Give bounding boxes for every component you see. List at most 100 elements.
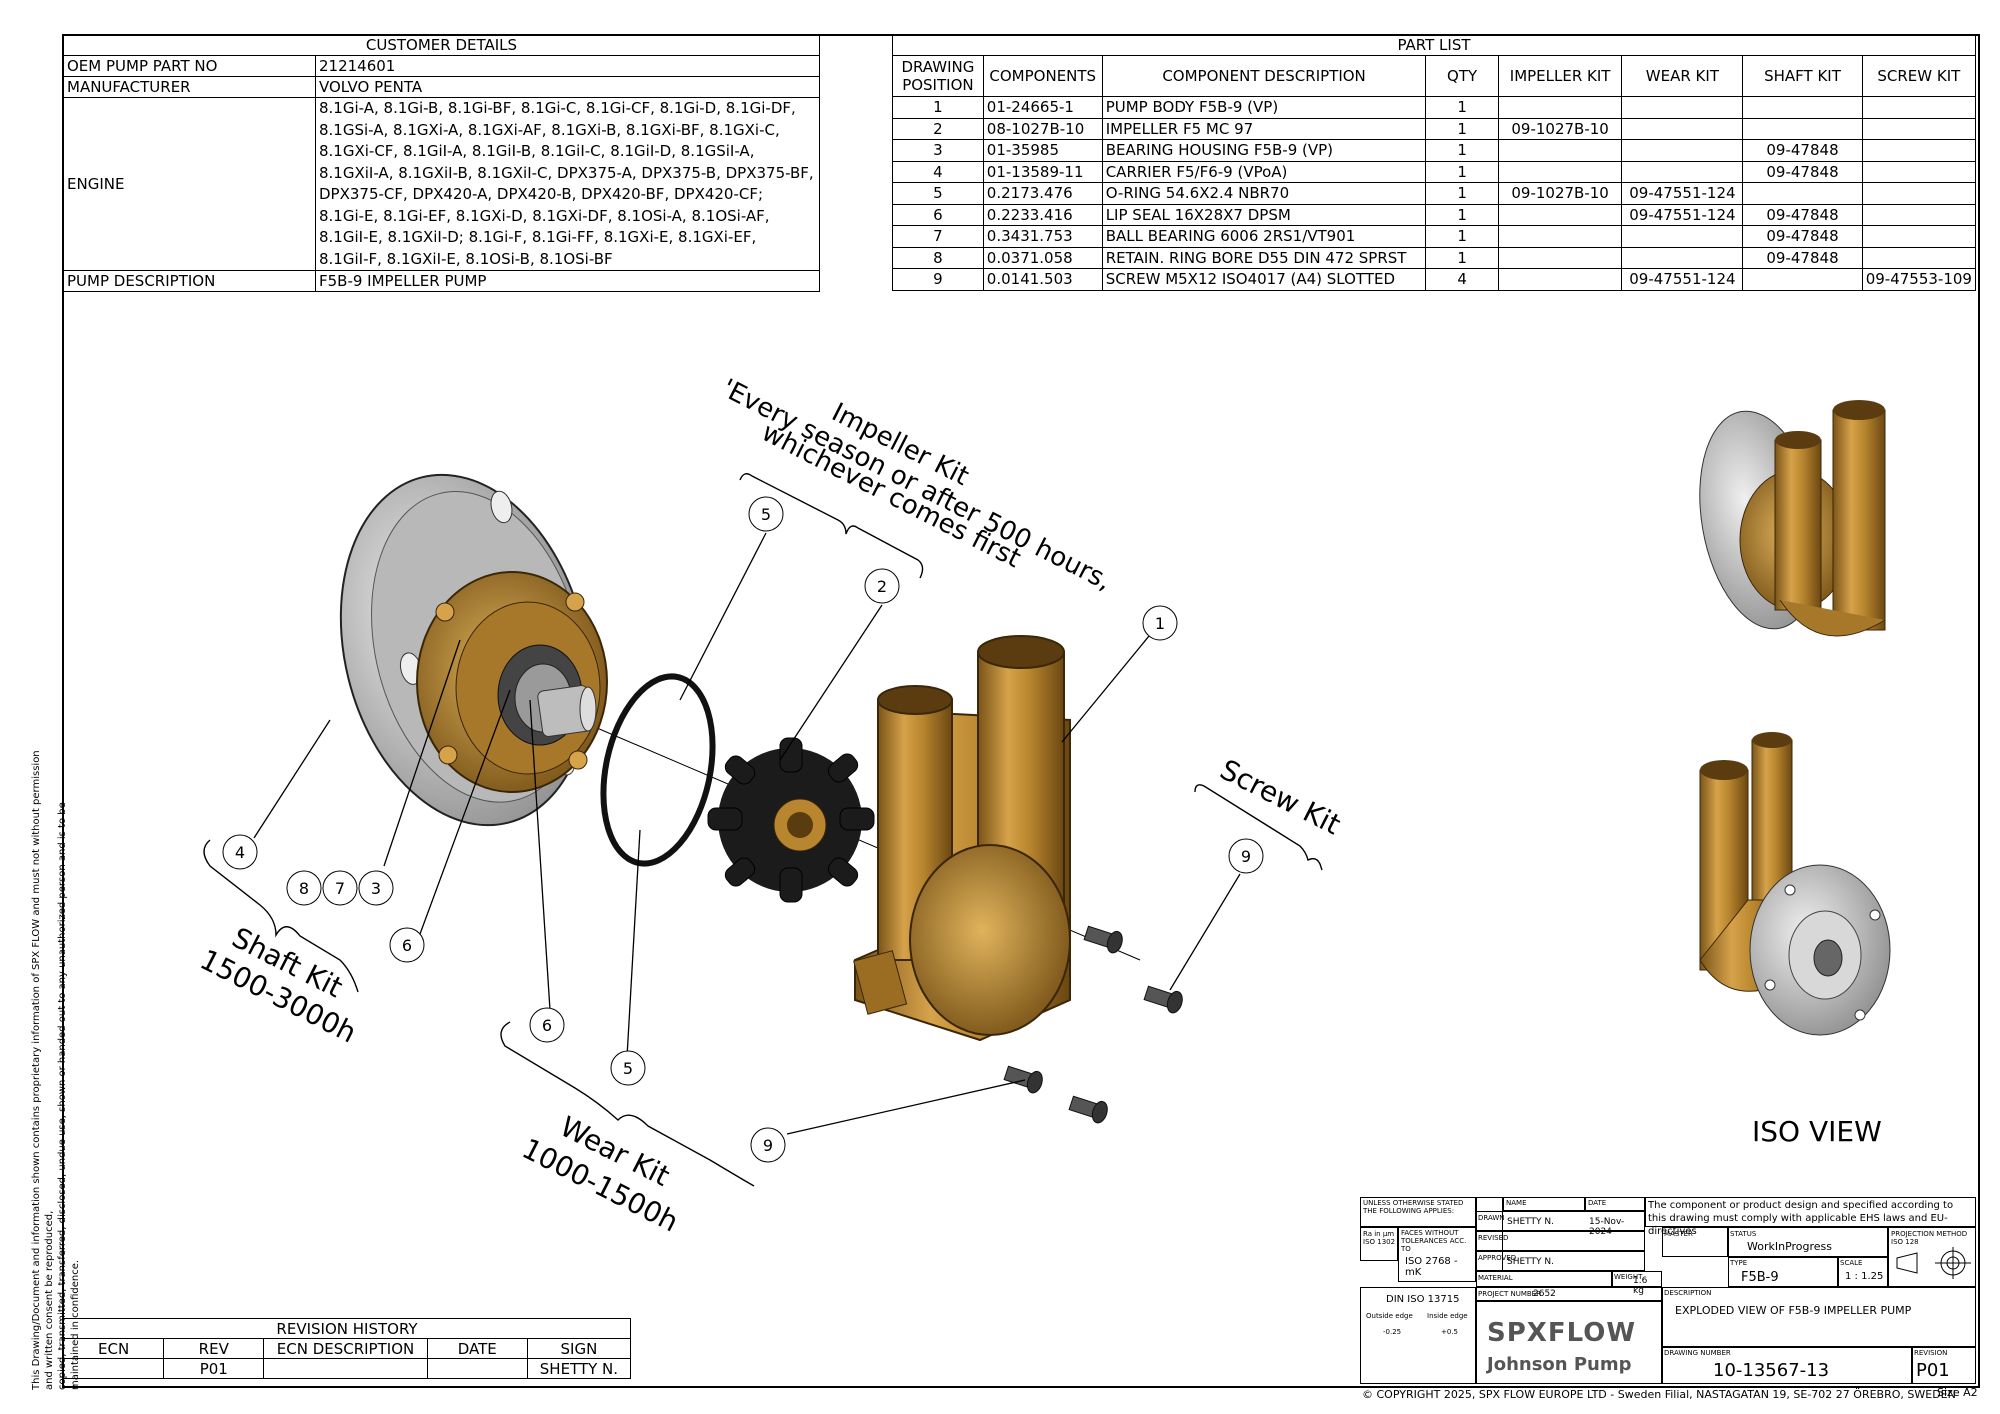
- engine-line: 8.1Gi-E, 8.1Gi-EF, 8.1GXi-D, 8.1GXi-DF, …: [319, 206, 770, 225]
- inside-edge-value: +0.5: [1441, 1328, 1458, 1336]
- engine-line: 8.1GXiI-A, 8.1GXiI-B, 8.1GXiI-C, DPX375-…: [319, 163, 814, 182]
- customer-details-table: CUSTOMER DETAILS OEM PUMP PART NO 212146…: [63, 34, 820, 292]
- tolerance-standard: ISO 2768 - mK: [1405, 1256, 1458, 1278]
- drawn-label: DRAWN: [1478, 1214, 1505, 1222]
- impeller-part: [707, 737, 875, 903]
- engine-line: 8.1Gi-A, 8.1Gi-B, 8.1Gi-BF, 8.1Gi-C, 8.1…: [319, 99, 796, 117]
- svg-text:8: 8: [299, 879, 309, 898]
- scale-value: 1 : 1.25: [1845, 1271, 1884, 1282]
- svg-text:4: 4: [235, 843, 245, 862]
- rev-cell: [263, 1358, 428, 1379]
- screw-kit-label: Screw Kit: [1215, 753, 1346, 842]
- part-cell: 0.0141.503: [982, 268, 1103, 291]
- master-label: MASTER: [1664, 1230, 1693, 1238]
- engine-line: 8.1GSi-A, 8.1GXi-A, 8.1GXi-AF, 8.1GXi-B,…: [319, 120, 780, 139]
- balloon: 8: [286, 870, 322, 906]
- weight-value: 1.6 kg: [1633, 1276, 1648, 1296]
- unless-text: UNLESS OTHERWISE STATED THE FOLLOWING AP…: [1363, 1199, 1464, 1215]
- balloon: 3: [358, 870, 394, 906]
- part-cell: 09-47848: [1742, 225, 1863, 248]
- col-header: ECN DESCRIPTION: [263, 1338, 428, 1359]
- pump-body-part: [853, 635, 1071, 1042]
- svg-text:1: 1: [1155, 614, 1165, 633]
- revision-label: REVISION: [1914, 1349, 1948, 1357]
- part-cell: [1742, 268, 1863, 291]
- status-value: WorkInProgress: [1747, 1240, 1833, 1253]
- rev-cell: SHETTY N.: [526, 1358, 632, 1379]
- pump-description-value: F5B-9 IMPELLER PUMP: [315, 270, 820, 292]
- project-number: 2652: [1533, 1289, 1556, 1299]
- table-row: ENGINE 8.1Gi-A, 8.1Gi-B, 8.1Gi-BF, 8.1Gi…: [63, 97, 820, 271]
- revision-history-table: REVISION HISTORY ECN REV ECN DESCRIPTION…: [62, 1318, 632, 1379]
- iso-view-bottom: [1699, 732, 1891, 1036]
- svg-text:3: 3: [371, 879, 381, 898]
- col-header: WEAR KIT: [1621, 55, 1744, 97]
- description-value: EXPLODED VIEW OF F5B-9 IMPELLER PUMP: [1675, 1304, 1912, 1317]
- revision-value: P01: [1916, 1360, 1950, 1381]
- iso-view-label: ISO VIEW: [1752, 1115, 1882, 1148]
- svg-text:2: 2: [877, 577, 887, 596]
- col-header: IMPELLER KIT: [1497, 55, 1623, 97]
- projection-method-icon: [1896, 1247, 1971, 1279]
- part-cell: SCREW M5X12 ISO4017 (A4) SLOTTED: [1101, 268, 1427, 291]
- revised-label: REVISED: [1478, 1234, 1509, 1242]
- part-cell: [1742, 96, 1863, 119]
- svg-text:5: 5: [623, 1059, 633, 1078]
- copyright-notice: © COPYRIGHT 2025, SPX FLOW EUROPE LTD - …: [1362, 1388, 1956, 1401]
- part-cell: 1: [1425, 96, 1499, 119]
- material-label: MATERIAL: [1478, 1274, 1513, 1282]
- iso-view-top: [1699, 400, 1886, 637]
- col-header: DATE: [426, 1338, 528, 1359]
- spxflow-logo: SPXFLOW: [1487, 1318, 1637, 1348]
- col-header: COMPONENT DESCRIPTION: [1101, 55, 1427, 97]
- outside-edge-label: Outside edge: [1366, 1312, 1413, 1320]
- engine-label: ENGINE: [63, 97, 316, 271]
- part-cell: 09-47848: [1742, 203, 1863, 226]
- balloon: 6: [529, 1007, 565, 1043]
- table-row: PUMP DESCRIPTION F5B-9 IMPELLER PUMP: [63, 270, 820, 292]
- part-list-header: DRAWING POSITION COMPONENTS COMPONENT DE…: [892, 55, 1977, 97]
- project-label: PROJECT NUMBER: [1478, 1290, 1541, 1298]
- kit-brackets: [203, 473, 1323, 1187]
- table-row: OEM PUMP PART NO 21214601: [63, 55, 820, 77]
- compliance-text: The component or product design and spec…: [1648, 1200, 1954, 1237]
- table-row: MANUFACTURER VOLVO PENTA: [63, 76, 820, 98]
- type-label: TYPE: [1730, 1259, 1748, 1267]
- screw-parts: [1003, 925, 1183, 1124]
- engine-line: 8.1GiI-E, 8.1GXiI-D; 8.1Gi-F, 8.1Gi-FF, …: [319, 228, 757, 246]
- part-cell: 4: [1425, 268, 1499, 291]
- col-header: SCREW KIT: [1861, 55, 1977, 97]
- projection-label: PROJECTION METHOD ISO 128: [1891, 1230, 1968, 1246]
- svg-text:9: 9: [763, 1136, 773, 1155]
- part-list-table: PART LIST DRAWING POSITION COMPONENTS CO…: [892, 34, 1977, 291]
- din-standard: DIN ISO 13715: [1386, 1294, 1460, 1305]
- johnson-pump-logo: Johnson Pump: [1487, 1354, 1632, 1375]
- drawn-date: 15-Nov-2024: [1589, 1217, 1625, 1237]
- svg-text:9: 9: [1241, 847, 1251, 866]
- drawing-number-label: DRAWING NUMBER: [1664, 1349, 1731, 1357]
- engine-value: 8.1Gi-A, 8.1Gi-B, 8.1Gi-BF, 8.1Gi-C, 8.1…: [315, 97, 820, 271]
- balloon: 7: [322, 870, 358, 906]
- bearing-housing-part: [416, 571, 608, 793]
- status-label: STATUS: [1730, 1230, 1757, 1238]
- col-header: COMPONENTS: [982, 55, 1103, 97]
- o-ring-part: [600, 673, 716, 867]
- description-label: DESCRIPTION: [1664, 1289, 1712, 1297]
- part-cell: 09-47551-124: [1621, 268, 1744, 291]
- faces-text: FACES WITHOUT TOLERANCES ACC. TO: [1401, 1229, 1467, 1253]
- table-row: P01 SHETTY N.: [62, 1358, 632, 1379]
- balloon: 1: [1142, 605, 1178, 641]
- manufacturer-value: VOLVO PENTA: [315, 76, 820, 98]
- approved-label: APPROVED: [1478, 1254, 1517, 1262]
- sheet-size: Size A2: [1937, 1386, 1978, 1399]
- part-cell: 09-1027B-10: [1497, 117, 1623, 140]
- drawn-name: SHETTY N.: [1507, 1217, 1554, 1227]
- balloon: 5: [748, 496, 784, 532]
- oem-part-label: OEM PUMP PART NO: [63, 55, 316, 77]
- inside-edge-label: Inside edge: [1427, 1312, 1468, 1320]
- balloon: 9: [750, 1127, 786, 1163]
- part-cell: 09-47848: [1742, 246, 1863, 269]
